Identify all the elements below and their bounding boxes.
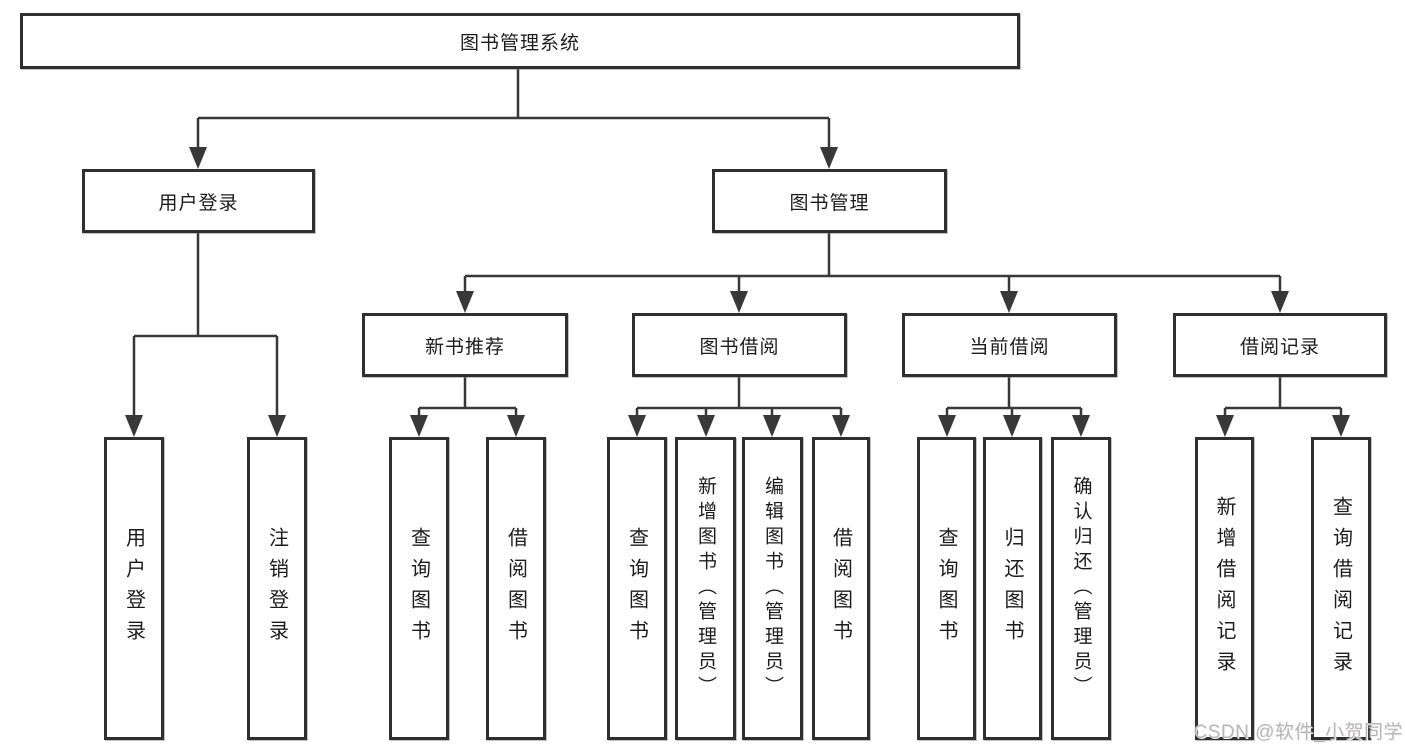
leaf-query-books-borrow: 查询图书	[607, 437, 667, 740]
node-borrow-records: 借阅记录	[1173, 313, 1387, 377]
leaf-return-books: 归还图书	[983, 437, 1042, 740]
leaf-confirm-return-admin: 确认归还（管理员）	[1051, 437, 1111, 740]
leaf-add-books-admin: 新增图书（管理员）	[675, 437, 736, 740]
connector-arrowheads	[125, 147, 1350, 437]
node-root-system: 图书管理系统	[20, 13, 1020, 69]
node-book-borrow: 图书借阅	[632, 313, 847, 377]
leaf-borrow-books-recommend: 借阅图书	[486, 437, 546, 740]
leaf-user-login: 用户登录	[104, 437, 164, 740]
csdn-watermark: CSDN @软件_小贺同学	[1193, 722, 1403, 743]
node-new-book-recommend: 新书推荐	[362, 313, 568, 377]
leaf-query-books-recommend: 查询图书	[389, 437, 449, 740]
leaf-add-borrow-record: 新增借阅记录	[1195, 437, 1254, 740]
leaf-query-borrow-record: 查询借阅记录	[1311, 437, 1371, 740]
connector-lines	[132, 69, 1343, 418]
leaf-query-books-current: 查询图书	[917, 437, 976, 740]
node-user-login: 用户登录	[82, 169, 315, 233]
leaf-edit-books-admin: 编辑图书（管理员）	[742, 437, 803, 740]
leaf-logout: 注销登录	[247, 437, 307, 740]
node-current-borrow: 当前借阅	[902, 313, 1117, 377]
node-book-management: 图书管理	[712, 169, 947, 233]
leaf-borrow-books: 借阅图书	[812, 437, 870, 740]
